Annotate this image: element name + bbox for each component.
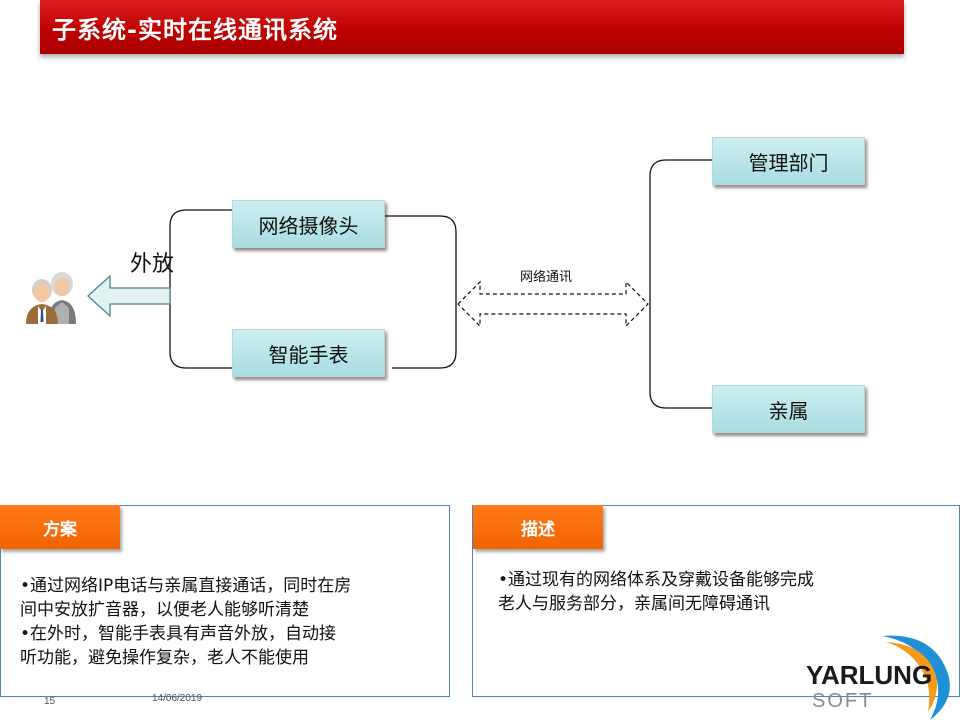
speaker-label: 外放 <box>130 252 175 277</box>
solution-line: •在外时，智能手表具有声音外放，自动接 <box>20 624 337 644</box>
network-arrow <box>457 280 649 328</box>
speaker-arrow <box>87 274 171 318</box>
title-bar: 子系统-实时在线通讯系统 <box>40 0 904 54</box>
node-relatives: 亲属 <box>712 385 865 433</box>
solution-line: •通过网络IP电话与亲属直接通话，同时在房 <box>20 576 352 596</box>
logo-subtext: SOFT <box>812 690 874 712</box>
elderly-couple-icon <box>22 268 82 324</box>
middle-bracket <box>384 215 457 369</box>
solution-line: 间中安放扩音器，以便老人能够听清楚 <box>20 600 309 620</box>
description-tab: 描述 <box>473 505 603 549</box>
node-management: 管理部门 <box>712 137 865 185</box>
solution-tab: 方案 <box>0 505 120 549</box>
page-number: 15 <box>44 696 56 707</box>
logo-text: YARLUNG <box>806 660 933 690</box>
left-bracket <box>169 209 232 369</box>
logo-swoosh-icon <box>830 628 958 720</box>
description-line: •通过现有的网络体系及穿戴设备能够完成 <box>498 570 815 590</box>
page-title: 子系统-实时在线通讯系统 <box>52 16 338 44</box>
description-text: •通过现有的网络体系及穿戴设备能够完成 老人与服务部分，亲属间无障碍通讯 <box>498 568 918 616</box>
footer-date: 14/06/2019 <box>152 693 203 704</box>
network-label: 网络通讯 <box>520 270 573 285</box>
description-line: 老人与服务部分，亲属间无障碍通讯 <box>498 594 770 614</box>
node-camera: 网络摄像头 <box>232 200 385 248</box>
solution-text: •通过网络IP电话与亲属直接通话，同时在房 间中安放扩音器，以便老人能够听清楚 … <box>20 574 440 670</box>
node-watch: 智能手表 <box>232 329 385 377</box>
solution-line: 听功能，避免操作复杂，老人不能使用 <box>20 648 309 668</box>
right-bracket <box>649 159 712 409</box>
